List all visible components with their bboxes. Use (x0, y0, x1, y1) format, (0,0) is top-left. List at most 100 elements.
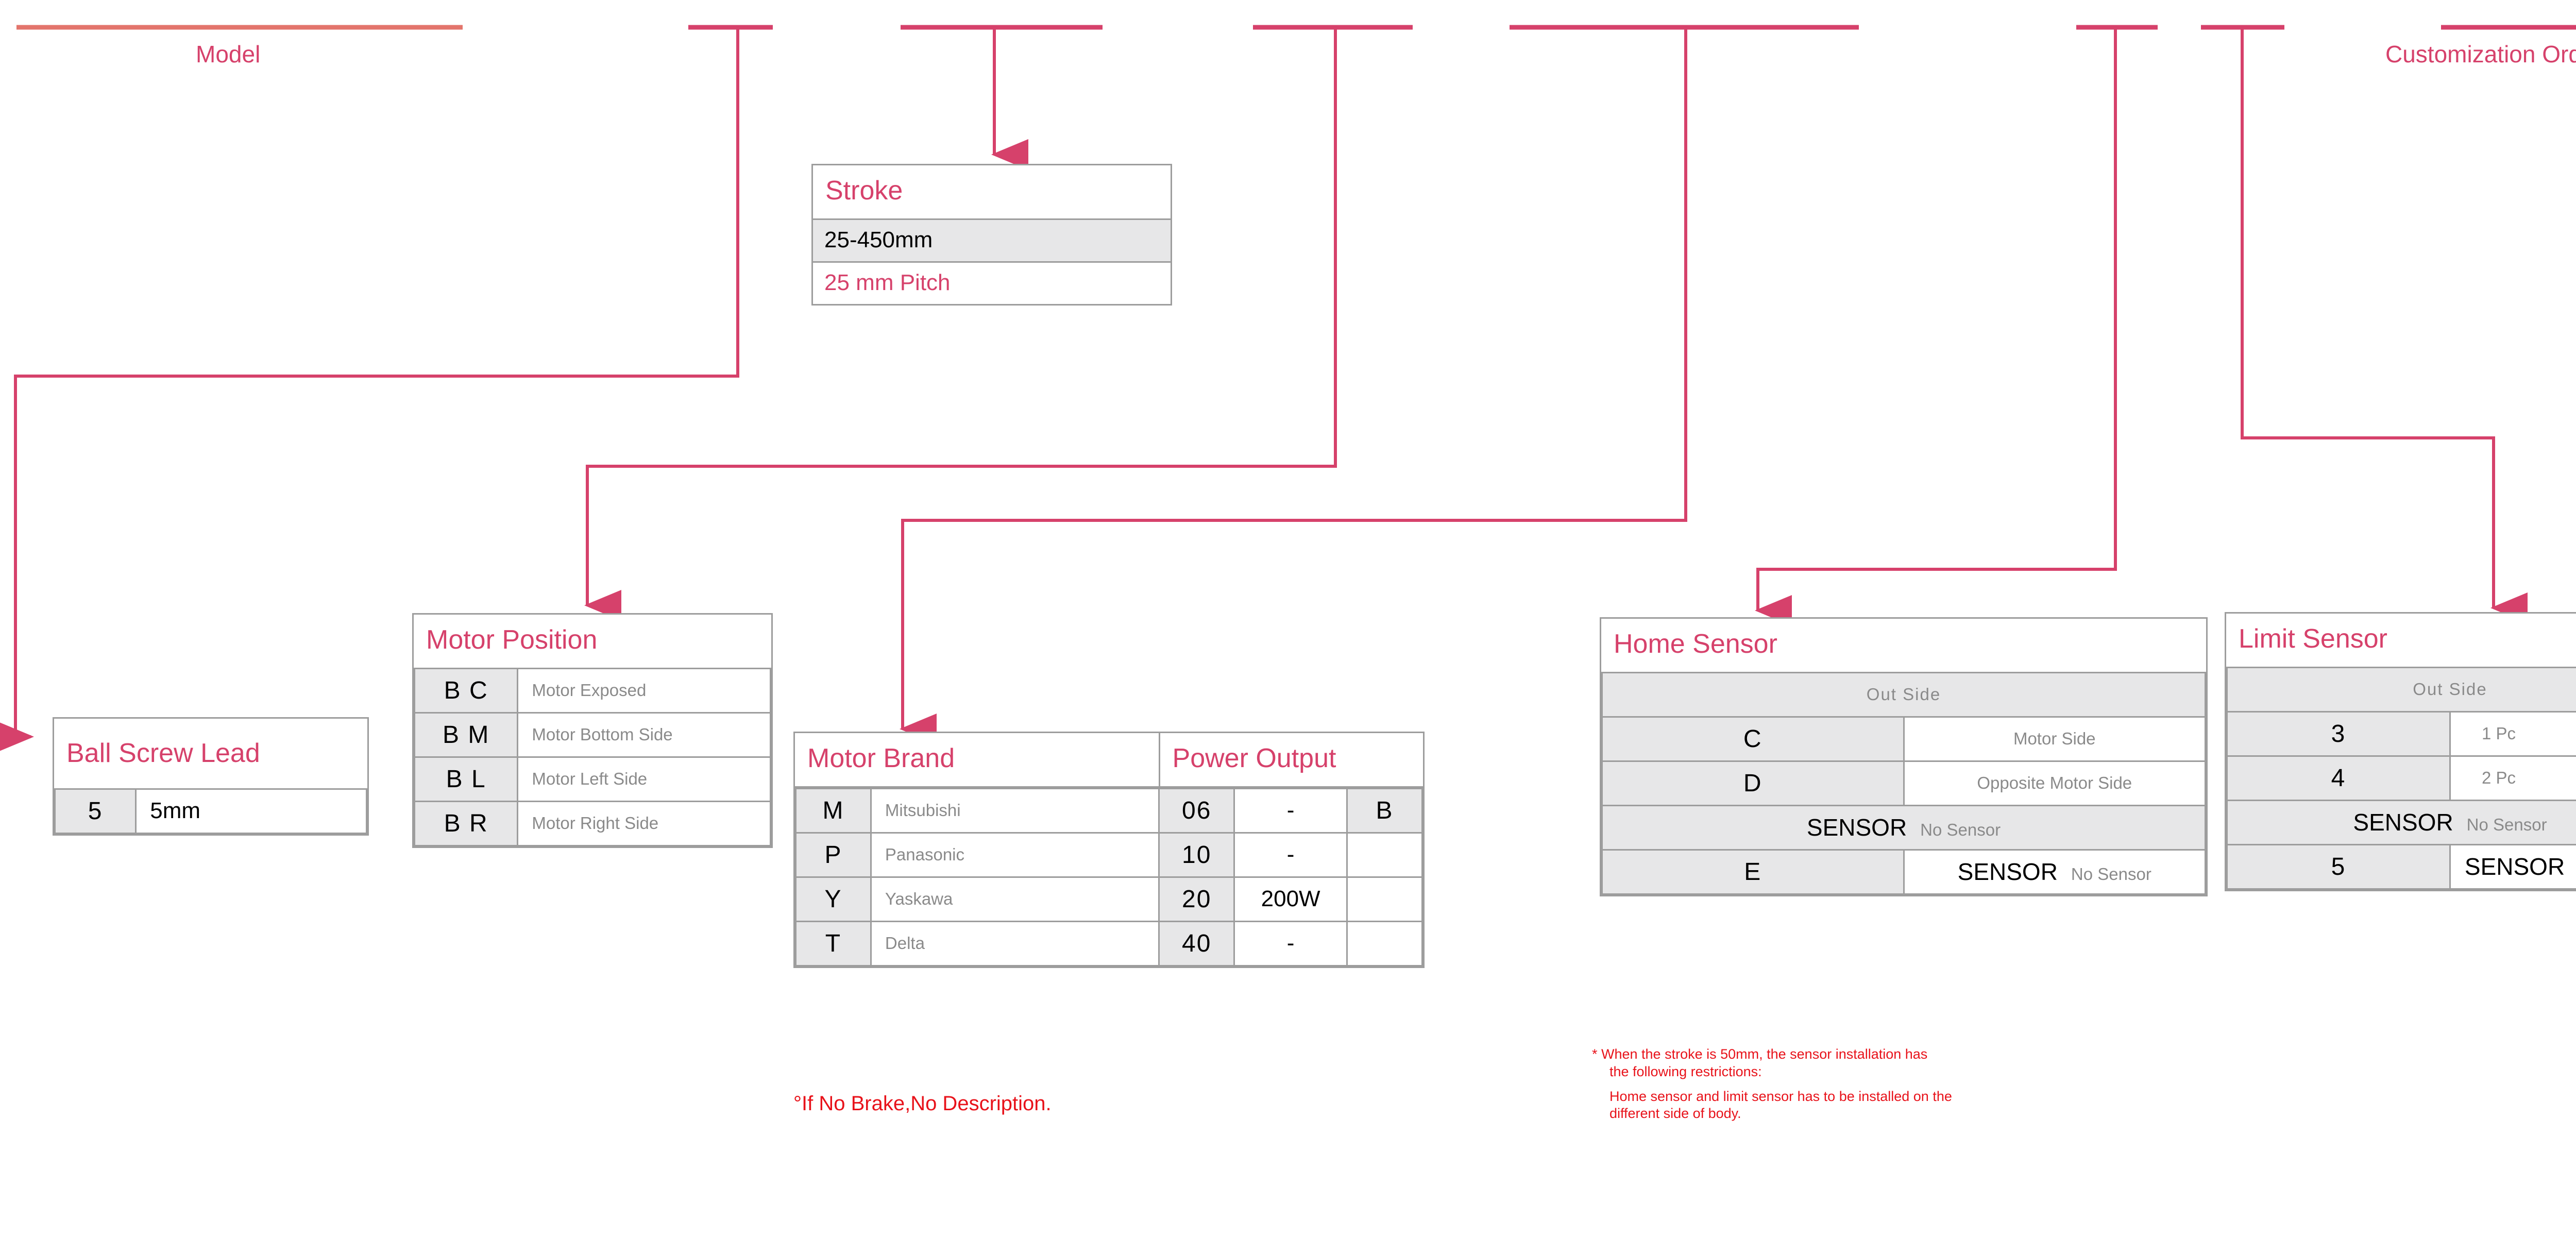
limit-sensor-code: 3 (2226, 710, 2451, 757)
table-row: SENSOR No Sensor (1601, 804, 2206, 851)
table-row: 5 SENSOR No Sensor (2226, 843, 2576, 890)
home-sensor-value-small: No Sensor (2071, 864, 2151, 884)
home-sensor-header-small: No Sensor (1920, 820, 2001, 840)
home-sensor-box: Home Sensor Out Side C Motor Side D Oppo… (1600, 617, 2208, 896)
stroke-title: Stroke (825, 176, 903, 206)
motor-brand-title: Motor Brand (807, 743, 955, 773)
motor-position-code: B C (413, 667, 519, 714)
power-output-code: 06 (1158, 787, 1235, 834)
power-output-value: - (1233, 832, 1348, 878)
table-row: 5 5mm (54, 788, 367, 834)
motor-position-table: B C Motor Exposed B M Motor Bottom Side … (413, 667, 771, 846)
limit-sensor-header-big: SENSOR (2353, 809, 2453, 836)
table-row: 3 1 Pc (2226, 710, 2576, 757)
table-row: B L Motor Left Side (413, 756, 771, 802)
limit-sensor-title: Limit Sensor (2239, 624, 2387, 654)
table-row: SENSOR No Sensor (2226, 799, 2576, 845)
table-row: B C Motor Exposed (413, 667, 771, 714)
table-row: Out Side (2226, 666, 2576, 713)
limit-sensor-code: 5 (2226, 843, 2451, 890)
motor-brand-header-cell: Motor Brand (795, 733, 1160, 787)
motor-brand-name: Delta (870, 920, 1160, 966)
limit-sensor-table: Out Side 3 1 Pc 4 2 Pc SENSOR No Sensor (2226, 666, 2576, 890)
sensor-note-line-1: * When the stroke is 50mm, the sensor in… (1592, 1046, 1928, 1062)
motor-position-title: Motor Position (426, 625, 598, 655)
table-row: Y Yaskawa 20 200W (795, 876, 1423, 922)
power-output-value: - (1233, 920, 1348, 966)
motor-position-code: B L (413, 756, 519, 802)
table-row: M Mitsubishi 06 - B (795, 787, 1423, 834)
motor-position-desc: Motor Bottom Side (517, 711, 771, 758)
stroke-box: Stroke 25-450mm 25 mm Pitch (811, 164, 1172, 306)
label-model: Model (196, 41, 261, 67)
home-sensor-desc: Opposite Motor Side (1903, 760, 2206, 806)
home-sensor-desc: Motor Side (1903, 716, 2206, 762)
limit-sensor-box: Limit Sensor Out Side 3 1 Pc 4 2 Pc SENS… (2225, 612, 2576, 891)
ball-screw-lead-box: Ball Screw Lead 5 5mm (53, 717, 369, 836)
motor-position-desc: Motor Left Side (517, 756, 771, 802)
home-sensor-code: D (1601, 760, 1905, 806)
sensor-note-line-3: Home sensor and limit sensor has to be i… (1609, 1088, 1952, 1104)
motor-brand-table: M Mitsubishi 06 - B P Panasonic 10 - Y Y… (795, 787, 1423, 966)
power-output-title: Power Output (1172, 743, 1336, 773)
sensor-note-line-4: different side of body. (1609, 1106, 1741, 1122)
limit-sensor-sensor-header: SENSOR No Sensor (2226, 799, 2576, 845)
power-output-value: - (1233, 787, 1348, 834)
home-sensor-header-big: SENSOR (1806, 814, 1907, 841)
table-row: B R Motor Right Side (413, 800, 771, 846)
motor-brand-code: Y (795, 876, 872, 922)
motor-brand-code: P (795, 832, 872, 878)
ball-screw-lead-code: 5 (54, 788, 137, 834)
home-sensor-code: E (1601, 849, 1905, 895)
motor-position-desc: Motor Exposed (517, 667, 771, 714)
limit-sensor-desc: 2 Pc (2449, 755, 2576, 801)
motor-brand-name: Mitsubishi (870, 787, 1160, 834)
no-brake-note: °If No Brake,No Description. (793, 1092, 1052, 1115)
limit-sensor-desc: 1 Pc (2449, 710, 2576, 757)
limit-sensor-header-small: No Sensor (2466, 815, 2547, 835)
motor-brand-code: M (795, 787, 872, 834)
home-sensor-sensor-value: SENSOR No Sensor (1903, 849, 2206, 895)
home-sensor-sensor-header: SENSOR No Sensor (1601, 804, 2206, 851)
power-output-header-cell: Power Output (1159, 733, 1423, 787)
table-row: P Panasonic 10 - (795, 832, 1423, 878)
limit-sensor-sensor-value: SENSOR No Sensor (2449, 843, 2576, 890)
brake-code (1346, 832, 1423, 878)
wire-motor-brand (900, 27, 1687, 744)
brake-code (1346, 920, 1423, 966)
table-row: B M Motor Bottom Side (413, 711, 771, 758)
power-output-code: 10 (1158, 832, 1235, 878)
table-row: 4 2 Pc (2226, 755, 2576, 801)
table-row: Motor Brand Power Output (795, 733, 1423, 787)
motor-position-code: B R (413, 800, 519, 846)
table-row: D Opposite Motor Side (1601, 760, 2206, 806)
motor-brand-name: Yaskawa (870, 876, 1160, 922)
ball-screw-lead-desc: 5mm (135, 788, 367, 834)
table-row: E SENSOR No Sensor (1601, 849, 2206, 895)
limit-sensor-code: 4 (2226, 755, 2451, 801)
ball-screw-lead-table: 5 5mm (54, 788, 367, 834)
power-output-code: 20 (1158, 876, 1235, 922)
sensor-note-line-2: the following restrictions: (1609, 1063, 1762, 1079)
limit-sensor-value-big: SENSOR (2464, 853, 2565, 880)
motor-brand-header-table: Motor Brand Power Output (795, 733, 1423, 788)
label-customization-order-no: Customization Order No. (2385, 41, 2576, 67)
motor-brand-name: Panasonic (870, 832, 1160, 878)
power-output-code: 40 (1158, 920, 1235, 966)
ball-screw-lead-title: Ball Screw Lead (66, 738, 260, 768)
home-sensor-code: C (1601, 716, 1905, 762)
wire-home-sensor (1755, 27, 2117, 626)
motor-position-box: Motor Position B C Motor Exposed B M Mot… (412, 613, 773, 848)
table-row: Out Side (1601, 671, 2206, 718)
home-sensor-value-big: SENSOR (1957, 858, 2058, 886)
wire-limit-sensor (2241, 27, 2528, 623)
brake-code: B (1346, 787, 1423, 834)
wire-motor-position (584, 27, 1337, 621)
motor-brand-code: T (795, 920, 872, 966)
motor-brand-box: Motor Brand Power Output M Mitsubishi 06… (793, 732, 1425, 968)
sensor-restriction-note: * When the stroke is 50mm, the sensor in… (1592, 1046, 2169, 1123)
brake-code (1346, 876, 1423, 922)
home-sensor-table: Out Side C Motor Side D Opposite Motor S… (1601, 671, 2206, 895)
motor-position-code: B M (413, 711, 519, 758)
